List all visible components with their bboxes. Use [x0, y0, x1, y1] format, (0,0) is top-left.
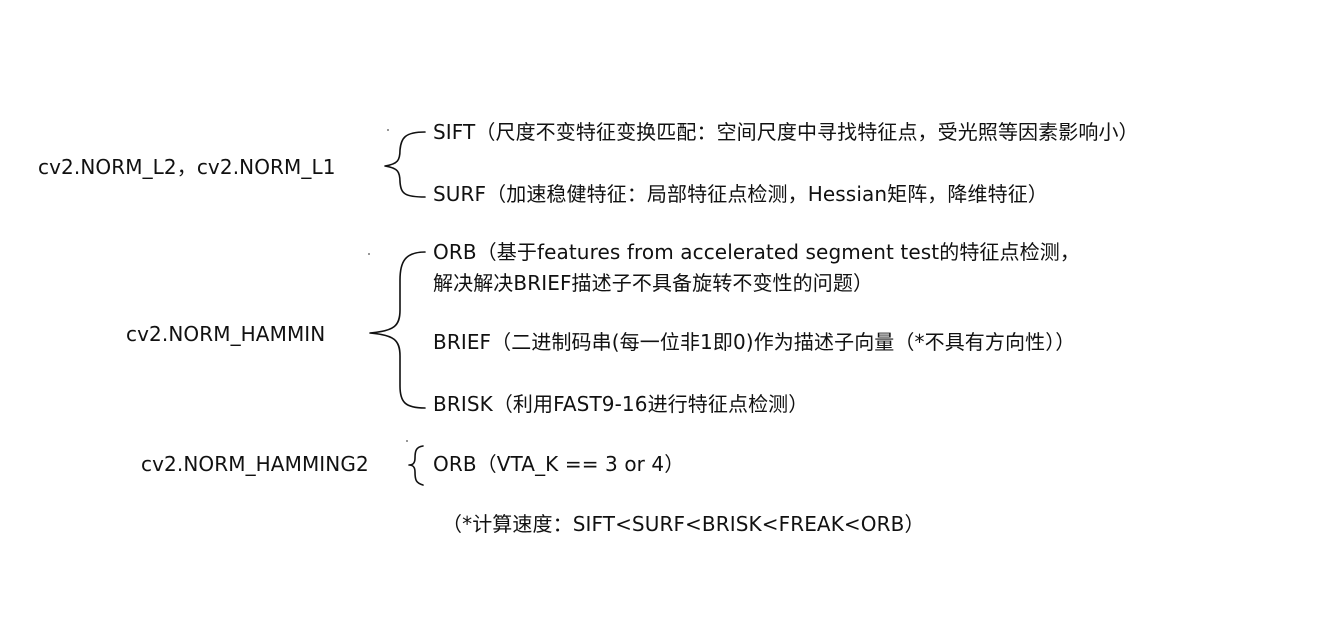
brace-group-1	[384, 131, 426, 198]
item-surf: SURF（加速稳健特征：局部特征点检测，Hessian矩阵，降维特征）	[433, 182, 1048, 206]
stray-dot-1	[387, 129, 389, 131]
item-brisk: BRISK（利用FAST9-16进行特征点检测）	[433, 392, 809, 416]
item-orb-line-1: ORB（基于features from accelerated segment …	[433, 240, 1080, 264]
item-sift: SIFT（尺度不变特征变换匹配：空间尺度中寻找特征点，受光照等因素影响小）	[433, 120, 1139, 144]
group-label-norm-l2-l1: cv2.NORM_L2，cv2.NORM_L1	[38, 155, 336, 179]
stray-dot-3	[406, 440, 408, 442]
item-brief: BRIEF（二进制码串(每一位非1即0)作为描述子向量（*不具有方向性））	[433, 330, 1076, 354]
item-orb-vta-k: ORB（VTA_K == 3 or 4）	[433, 452, 685, 476]
footnote-speed-comparison: （*计算速度：SIFT<SURF<BRISK<FREAK<ORB）	[442, 512, 925, 536]
stray-dot-2	[368, 253, 370, 255]
item-orb-line-2: 解决解决BRIEF描述子不具备旋转不变性的问题）	[433, 271, 874, 295]
group-label-norm-hammin: cv2.NORM_HAMMIN	[126, 322, 326, 346]
group-label-norm-hamming2: cv2.NORM_HAMMING2	[141, 452, 369, 476]
brace-group-3	[408, 445, 424, 486]
brace-group-2	[369, 251, 426, 409]
